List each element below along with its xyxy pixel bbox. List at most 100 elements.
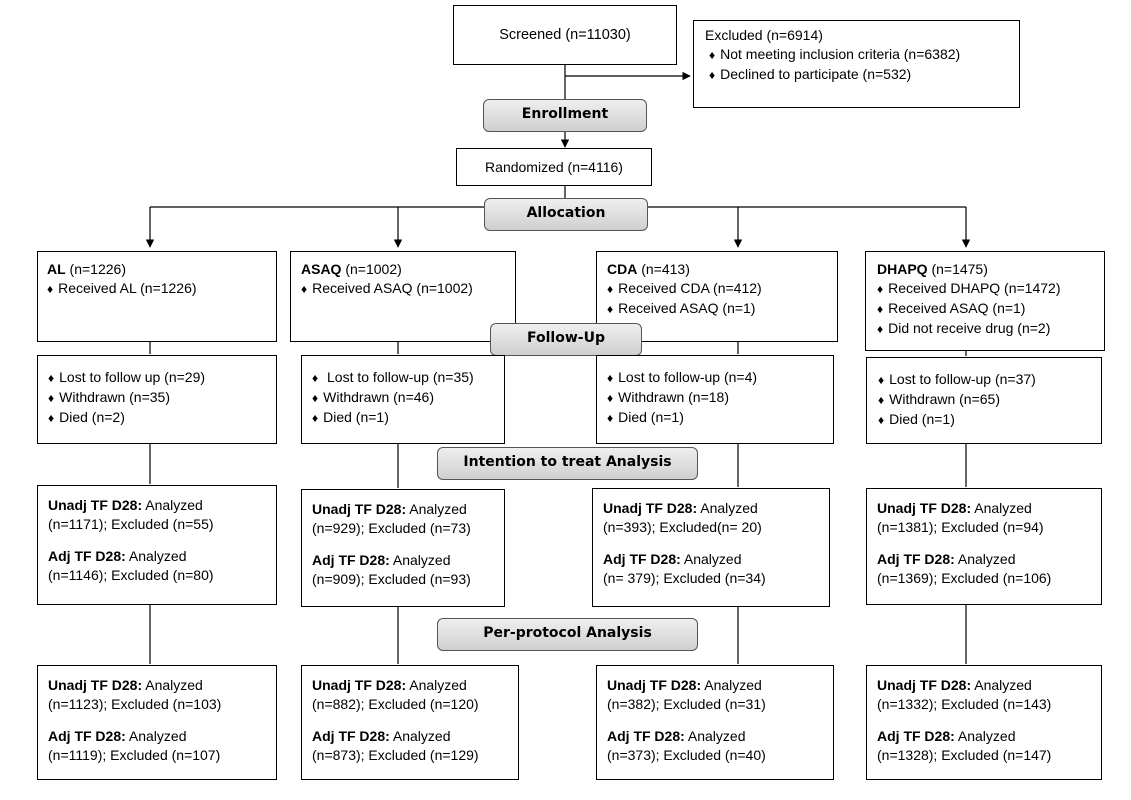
received-item: Received ASAQ (n=1) [877, 299, 1104, 319]
adj-values: (n=1119); Excluded (n=107) [48, 747, 221, 763]
followup-item: Died (n=1) [878, 410, 1101, 430]
adj-head: Analyzed [125, 728, 187, 744]
followup-item: Died (n=1) [607, 408, 833, 428]
randomized-text: Randomized (n=4116) [485, 159, 623, 175]
unadj-values: (n=393); Excluded(n= 20) [603, 519, 762, 535]
excluded-item: Not meeting inclusion criteria (n=6382) [705, 45, 1019, 65]
followup-item: Died (n=2) [48, 408, 276, 428]
unadj-values: (n=382); Excluded (n=31) [607, 696, 766, 712]
followup-box-cda: Lost to follow-up (n=4) Withdrawn (n=18)… [596, 355, 834, 444]
adj-head: Analyzed [125, 548, 187, 564]
arm-box-cda: CDA (n=413) Received CDA (n=412) Receive… [596, 251, 838, 342]
pp-box-dhapq: Unadj TF D28: Analyzed (n=1332); Excluded… [866, 665, 1102, 780]
adj-head: Analyzed [389, 728, 451, 744]
unadj-head: Analyzed [142, 497, 203, 513]
stage-pp: Per-protocol Analysis [437, 618, 698, 651]
arm-count: (n=1475) [927, 261, 988, 277]
unadj-values: (n=882); Excluded (n=120) [312, 696, 479, 712]
adj-values: (n=1328); Excluded (n=147) [877, 747, 1052, 763]
adj-label: Adj TF D28: [877, 551, 955, 567]
adj-values: (n=1369); Excluded (n=106) [877, 570, 1052, 586]
adj-label: Adj TF D28: [877, 728, 955, 744]
unadj-label: Unadj TF D28: [877, 500, 972, 516]
itt-box-dhapq: Unadj TF D28: Analyzed (n=1381); Excluded… [866, 488, 1102, 605]
arm-count: (n=1002) [341, 261, 402, 277]
adj-values: (n=373); Excluded (n=40) [607, 747, 766, 763]
excluded-item: Declined to participate (n=532) [705, 65, 1019, 85]
unadj-head: Analyzed [971, 677, 1032, 693]
unadj-values: (n=929); Excluded (n=73) [312, 520, 471, 536]
adj-head: Analyzed [389, 552, 451, 568]
unadj-head: Analyzed [406, 501, 467, 517]
unadj-label: Unadj TF D28: [607, 677, 702, 693]
itt-box-al: Unadj TF D28: Analyzed (n=1171); Excluded… [37, 485, 277, 605]
adj-head: Analyzed [954, 551, 1016, 567]
unadj-head: Analyzed [971, 500, 1032, 516]
adj-values: (n=1146); Excluded (n=80) [48, 567, 214, 583]
pp-box-asaq: Unadj TF D28: Analyzed (n=882); Excluded … [301, 665, 519, 780]
unadj-head: Analyzed [406, 677, 467, 693]
unadj-label: Unadj TF D28: [312, 501, 407, 517]
itt-box-asaq: Unadj TF D28: Analyzed (n=929); Excluded … [301, 489, 505, 607]
arm-name: DHAPQ [877, 261, 928, 277]
followup-item: Withdrawn (n=35) [48, 388, 276, 408]
received-item: Did not receive drug (n=2) [877, 319, 1104, 339]
itt-box-cda: Unadj TF D28: Analyzed (n=393); Excluded(… [592, 488, 830, 607]
unadj-head: Analyzed [701, 677, 762, 693]
arm-box-asaq: ASAQ (n=1002) Received ASAQ (n=1002) [290, 251, 516, 342]
followup-item: Lost to follow-up (n=37) [878, 370, 1101, 390]
unadj-label: Unadj TF D28: [312, 677, 407, 693]
unadj-label: Unadj TF D28: [48, 677, 143, 693]
unadj-label: Unadj TF D28: [48, 497, 143, 513]
screened-box: Screened (n=11030) [453, 5, 677, 65]
adj-label: Adj TF D28: [607, 728, 685, 744]
received-item: Received ASAQ (n=1002) [301, 279, 515, 299]
received-item: Received AL (n=1226) [47, 279, 276, 299]
arm-name: ASAQ [301, 261, 342, 277]
arm-name: CDA [607, 261, 638, 277]
adj-values: (n=873); Excluded (n=129) [312, 747, 479, 763]
unadj-values: (n=1332); Excluded (n=143) [877, 696, 1052, 712]
arm-name: AL [47, 261, 66, 277]
unadj-label: Unadj TF D28: [877, 677, 972, 693]
followup-item: Lost to follow up (n=29) [48, 368, 276, 388]
arm-box-al: AL (n=1226) Received AL (n=1226) [37, 251, 277, 342]
received-item: Received CDA (n=412) [607, 279, 837, 299]
randomized-box: Randomized (n=4116) [456, 148, 652, 186]
stage-enrollment: Enrollment [483, 99, 647, 132]
stage-itt: Intention to treat Analysis [437, 447, 698, 480]
followup-item: Withdrawn (n=65) [878, 390, 1101, 410]
excluded-title: Excluded (n=6914) [705, 27, 823, 43]
adj-head: Analyzed [954, 728, 1016, 744]
adj-values: (n=909); Excluded (n=93) [312, 571, 471, 587]
pp-box-al: Unadj TF D28: Analyzed (n=1123); Excluded… [37, 665, 277, 780]
arm-count: (n=413) [637, 261, 690, 277]
followup-item: Withdrawn (n=46) [312, 388, 504, 408]
excluded-box: Excluded (n=6914) Not meeting inclusion … [693, 20, 1020, 108]
adj-head: Analyzed [680, 551, 742, 567]
unadj-values: (n=1123); Excluded (n=103) [48, 696, 222, 712]
adj-label: Adj TF D28: [48, 728, 126, 744]
arm-count: (n=1226) [65, 261, 126, 277]
adj-label: Adj TF D28: [312, 728, 390, 744]
received-item: Received ASAQ (n=1) [607, 299, 837, 319]
stage-followup: Follow-Up [490, 323, 642, 356]
followup-item: Lost to follow-up (n=4) [607, 368, 833, 388]
followup-box-al: Lost to follow up (n=29) Withdrawn (n=35… [37, 355, 277, 444]
arm-box-dhapq: DHAPQ (n=1475) Received DHAPQ (n=1472) R… [865, 251, 1105, 351]
received-item: Received DHAPQ (n=1472) [877, 279, 1104, 299]
unadj-head: Analyzed [697, 500, 758, 516]
followup-item: Lost to follow-up (n=35) [312, 368, 504, 388]
adj-head: Analyzed [684, 728, 746, 744]
adj-label: Adj TF D28: [603, 551, 681, 567]
adj-label: Adj TF D28: [48, 548, 126, 564]
unadj-values: (n=1171); Excluded (n=55) [48, 516, 214, 532]
followup-box-asaq: Lost to follow-up (n=35) Withdrawn (n=46… [301, 355, 505, 444]
unadj-label: Unadj TF D28: [603, 500, 698, 516]
screened-text: Screened (n=11030) [499, 27, 631, 43]
followup-box-dhapq: Lost to follow-up (n=37) Withdrawn (n=65… [866, 357, 1102, 444]
unadj-values: (n=1381); Excluded (n=94) [877, 519, 1044, 535]
stage-allocation: Allocation [484, 198, 648, 231]
followup-item: Withdrawn (n=18) [607, 388, 833, 408]
followup-item: Died (n=1) [312, 408, 504, 428]
